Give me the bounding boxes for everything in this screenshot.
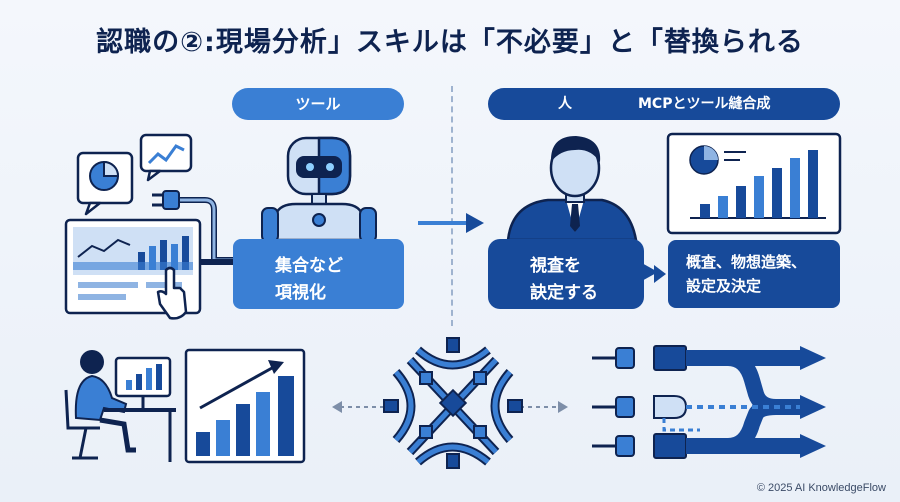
human-mcp-label-pill: 人 MCPとツール縫合成	[488, 88, 840, 120]
concept-line-2: 設定及決定	[686, 277, 762, 295]
concept-arrow	[654, 265, 666, 283]
collect-line-1: 集合など	[275, 256, 343, 276]
page-title: 認職の②:現場分析」スキルは「不必要」と「替換られる	[96, 27, 804, 58]
businessman-icon	[506, 136, 638, 242]
dashed-connector-arrows	[332, 401, 568, 413]
arrow-right-icon	[418, 213, 484, 233]
pie-chart-icon	[76, 151, 134, 216]
line-chart-icon	[139, 133, 193, 182]
plug-icon	[152, 190, 233, 265]
person-label: 人	[558, 96, 572, 112]
concept-decision-box: 概査、物想造築、 設定及決定	[668, 240, 840, 308]
concept-line-1: 概査、物想造築、	[686, 253, 807, 271]
tool-label-pill: ツール	[232, 88, 404, 120]
speech-tail	[640, 262, 658, 282]
merge-flow-icon	[592, 345, 826, 459]
pointer-hand-icon	[156, 266, 188, 320]
collect-visualize-box: 集合など 項視化	[233, 239, 404, 309]
collect-line-2: 項視化	[275, 283, 326, 303]
connector-network-icon	[383, 337, 523, 469]
robot-icon	[261, 136, 377, 243]
decide-line-2: 訣定する	[530, 283, 598, 303]
growth-chart-icon	[184, 348, 306, 464]
decide-speech-box: 視査を 訣定する	[488, 239, 644, 309]
bar-chart-monitor-icon	[666, 132, 842, 235]
mcp-label: MCPとツール縫合成	[638, 96, 771, 112]
decide-line-1: 視査を	[530, 256, 581, 276]
copyright-footer: © 2025 AI KnowledgeFlow	[756, 482, 886, 494]
analyst-at-desk-icon	[64, 350, 176, 462]
center-divider	[451, 86, 453, 326]
